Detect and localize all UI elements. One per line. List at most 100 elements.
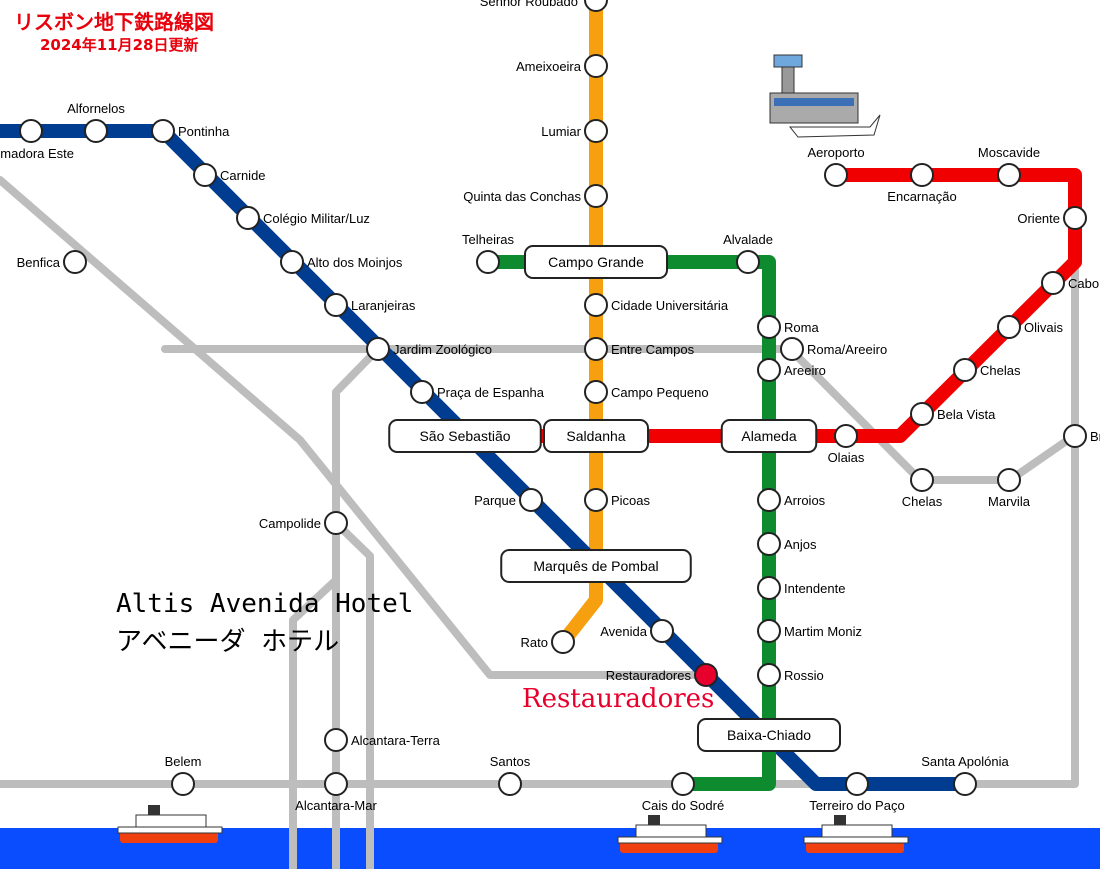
station-campolide[interactable]: Campolide — [259, 511, 348, 535]
station-marker[interactable] — [834, 424, 858, 448]
station-box[interactable] — [388, 419, 542, 453]
station-marker[interactable] — [519, 488, 543, 512]
station-intendente[interactable]: Intendente — [757, 576, 845, 600]
station-amadora-este[interactable]: madora Este — [0, 146, 74, 161]
station-marker[interactable] — [324, 511, 348, 535]
station-rossio[interactable]: Rossio — [757, 663, 824, 687]
station-marker[interactable] — [63, 250, 87, 274]
station-chelas-red[interactable]: Chelas — [953, 358, 1021, 382]
station-marker[interactable] — [757, 576, 781, 600]
station-alvalade[interactable]: Alvalade — [723, 232, 773, 274]
station-marker[interactable] — [910, 163, 934, 187]
station-saldanha[interactable]: Saldanha — [543, 419, 649, 453]
station-cais-do-sodre[interactable]: Cais do Sodré — [642, 772, 724, 813]
station-santos[interactable]: Santos — [490, 754, 531, 796]
station-box[interactable] — [697, 718, 841, 752]
station-marker[interactable] — [584, 488, 608, 512]
station-marker[interactable] — [736, 250, 760, 274]
station-colegio-militar[interactable]: Colégio Militar/Luz — [236, 206, 370, 230]
station-ameixoeira[interactable]: Ameixoeira — [516, 54, 608, 78]
station-marker[interactable] — [584, 119, 608, 143]
station-areeiro[interactable]: Areeiro — [757, 358, 826, 382]
station-restauradores[interactable]: Restauradores — [606, 663, 718, 687]
station-marker[interactable] — [1063, 206, 1087, 230]
station-marker[interactable] — [324, 293, 348, 317]
station-marker[interactable] — [910, 402, 934, 426]
station-marker[interactable] — [953, 772, 977, 796]
station-marker[interactable] — [757, 315, 781, 339]
station-marker[interactable] — [845, 772, 869, 796]
station-marker[interactable] — [151, 119, 175, 143]
station-parque[interactable]: Parque — [474, 488, 543, 512]
station-carnide[interactable]: Carnide — [193, 163, 266, 187]
station-campo-grande[interactable]: Campo Grande — [524, 245, 668, 279]
station-campo-pequeno[interactable]: Campo Pequeno — [584, 380, 709, 404]
station-marker[interactable] — [1041, 271, 1065, 295]
station-entre-campos[interactable]: Entre Campos — [584, 337, 695, 361]
station-marker[interactable] — [280, 250, 304, 274]
station-marker[interactable] — [997, 163, 1021, 187]
station-aeroporto[interactable]: Aeroporto — [807, 145, 865, 187]
station-alcantara-terra[interactable]: Alcantara-Terra — [324, 728, 441, 752]
station-marker[interactable] — [584, 380, 608, 404]
station-braco-de-prata[interactable]: Br — [1063, 424, 1100, 448]
station-chelas-rail[interactable]: Chelas — [902, 468, 943, 509]
station-benfica[interactable]: Benfica — [17, 250, 87, 274]
station-box[interactable] — [543, 419, 649, 453]
station-arroios[interactable]: Arroios — [757, 488, 826, 512]
station-marker[interactable] — [193, 163, 217, 187]
station-marques-de-pombal[interactable]: Marquês de Pombal — [500, 549, 692, 583]
station-avenida[interactable]: Avenida — [600, 619, 674, 643]
station-alto-dos-moinjos[interactable]: Alto dos Moinjos — [280, 250, 403, 274]
station-marker[interactable] — [757, 488, 781, 512]
station-marker[interactable] — [584, 293, 608, 317]
station-senhor-roubado[interactable]: Senhor Roubado — [480, 0, 608, 12]
station-marker[interactable] — [19, 119, 43, 143]
station-marker[interactable] — [910, 468, 934, 492]
station-santa-apolonia[interactable]: Santa Apolónia — [921, 754, 1010, 796]
station-marker[interactable] — [824, 163, 848, 187]
station-marker[interactable] — [584, 0, 608, 12]
station-box[interactable] — [524, 245, 668, 279]
station-marker[interactable] — [757, 358, 781, 382]
station-marker[interactable] — [997, 468, 1021, 492]
station-belem[interactable]: Belem — [165, 754, 202, 796]
station-terreiro-do-paco[interactable]: Terreiro do Paço — [809, 772, 905, 813]
station-marker[interactable] — [410, 380, 434, 404]
station-marker[interactable] — [366, 337, 390, 361]
station-roma-areeiro[interactable]: Roma/Areeiro — [780, 337, 887, 361]
station-marker[interactable] — [757, 663, 781, 687]
station-marker[interactable] — [694, 663, 718, 687]
station-laranjeiras[interactable]: Laranjeiras — [324, 293, 416, 317]
station-bela-vista[interactable]: Bela Vista — [910, 402, 996, 426]
station-marker[interactable] — [324, 772, 348, 796]
station-alfornelos[interactable]: Alfornelos — [67, 101, 125, 143]
station-box[interactable] — [500, 549, 692, 583]
station-moscavide[interactable]: Moscavide — [978, 145, 1040, 187]
station-marker[interactable] — [498, 772, 522, 796]
station-baixa-chiado[interactable]: Baixa-Chiado — [697, 718, 841, 752]
station-alcantara-mar[interactable]: Alcantara-Mar — [295, 772, 377, 813]
station-marker[interactable] — [84, 119, 108, 143]
station-rato[interactable]: Rato — [521, 630, 575, 654]
station-marker[interactable] — [324, 728, 348, 752]
station-oriente[interactable]: Oriente — [1017, 206, 1087, 230]
station-marker[interactable] — [171, 772, 195, 796]
station-sao-sebastiao[interactable]: São Sebastião — [388, 419, 542, 453]
station-marvila[interactable]: Marvila — [988, 468, 1031, 509]
station-marker[interactable] — [997, 315, 1021, 339]
station-encarnacao[interactable]: Encarnação — [887, 163, 957, 204]
station-alameda[interactable]: Alameda — [720, 419, 818, 453]
station-marker[interactable] — [584, 337, 608, 361]
station-olivais[interactable]: Olivais — [997, 315, 1064, 339]
station-lumiar[interactable]: Lumiar — [541, 119, 608, 143]
station-marker[interactable] — [757, 532, 781, 556]
station-marker[interactable] — [584, 54, 608, 78]
station-quinta-das-conchas[interactable]: Quinta das Conchas — [463, 184, 608, 208]
station-jardim-zoologico[interactable]: Jardim Zoológico — [366, 337, 492, 361]
station-marker[interactable] — [1063, 424, 1087, 448]
station-marker[interactable] — [780, 337, 804, 361]
station-marker[interactable] — [671, 772, 695, 796]
station-marker[interactable] — [953, 358, 977, 382]
station-cabo-ruivo[interactable]: Cabo — [1041, 271, 1099, 295]
